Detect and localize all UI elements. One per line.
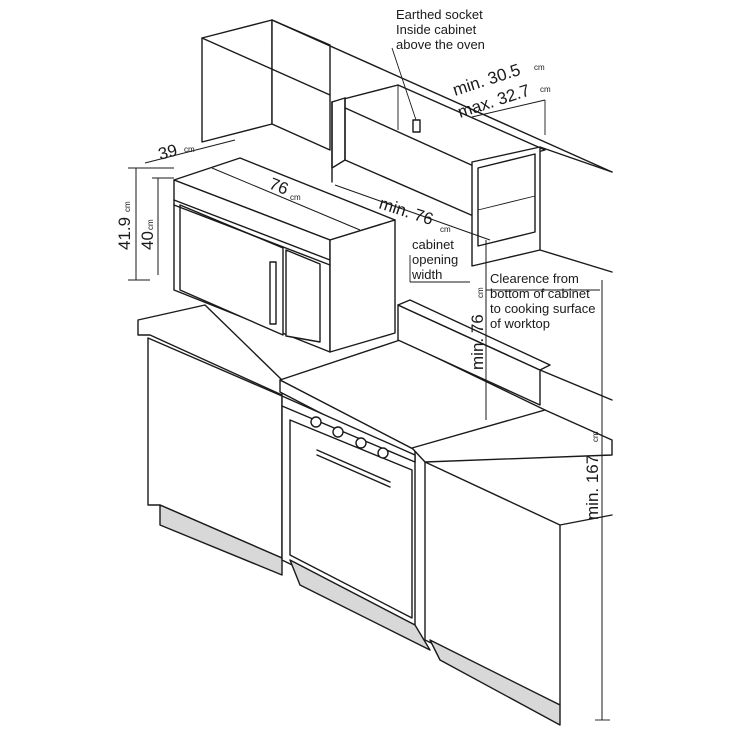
cooktop	[279, 299, 551, 463]
opening-label-3: width	[411, 267, 442, 282]
clearance-label-3: to cooking surface	[490, 301, 596, 316]
knob-icon	[355, 437, 367, 449]
clearance-label-2: bottom of cabinet	[490, 286, 590, 301]
knob-icon	[377, 447, 389, 459]
depth-dimension-line	[144, 139, 236, 164]
wall-line	[539, 369, 613, 401]
upper-center-cabinet	[331, 84, 546, 219]
socket-leader	[391, 47, 417, 121]
clearance-label-1: Clearence from	[490, 271, 579, 286]
shelf-depth-line	[471, 99, 546, 118]
opening-label-1: cabinet	[412, 237, 454, 252]
socket-label-3: above the oven	[396, 37, 485, 52]
total-height-label: 41.9	[115, 217, 134, 250]
width-dimension-line	[211, 167, 361, 231]
total-height-min-unit: cm	[591, 431, 600, 442]
total-height-unit: cm	[123, 201, 132, 212]
oven-width-unit: cm	[290, 193, 301, 202]
left-base-cabinet	[137, 304, 283, 576]
clearance-height-unit: cm	[476, 287, 485, 298]
socket-label-2: Inside cabinet	[396, 22, 477, 37]
oven-depth-label: 39	[156, 141, 179, 164]
socket-icon	[412, 119, 421, 133]
clearance-height-label: min. 76	[468, 314, 487, 370]
height-unit: cm	[146, 219, 155, 230]
height-label: 40	[138, 231, 157, 250]
opening-width-unit: cm	[440, 225, 451, 234]
knob-icon	[332, 426, 344, 438]
min-depth-unit: cm	[534, 63, 545, 72]
oven-depth-unit: cm	[184, 145, 195, 154]
microwave-unit	[173, 157, 396, 353]
oven-handle	[316, 449, 391, 483]
opening-label-2: opening	[412, 252, 458, 267]
oven	[281, 395, 431, 651]
total-height-min-label: min. 167	[583, 455, 602, 520]
opening-dimension-line	[334, 184, 491, 241]
door-handle	[269, 261, 277, 325]
upper-left-cabinet	[201, 19, 613, 173]
socket-label-1: Earthed socket	[396, 7, 483, 22]
upper-right-cabinet	[471, 146, 613, 273]
max-depth-unit: cm	[540, 85, 551, 94]
right-base-cabinet	[411, 409, 613, 726]
clearance-label-4: of worktop	[490, 316, 550, 331]
knob-icon	[310, 416, 322, 428]
